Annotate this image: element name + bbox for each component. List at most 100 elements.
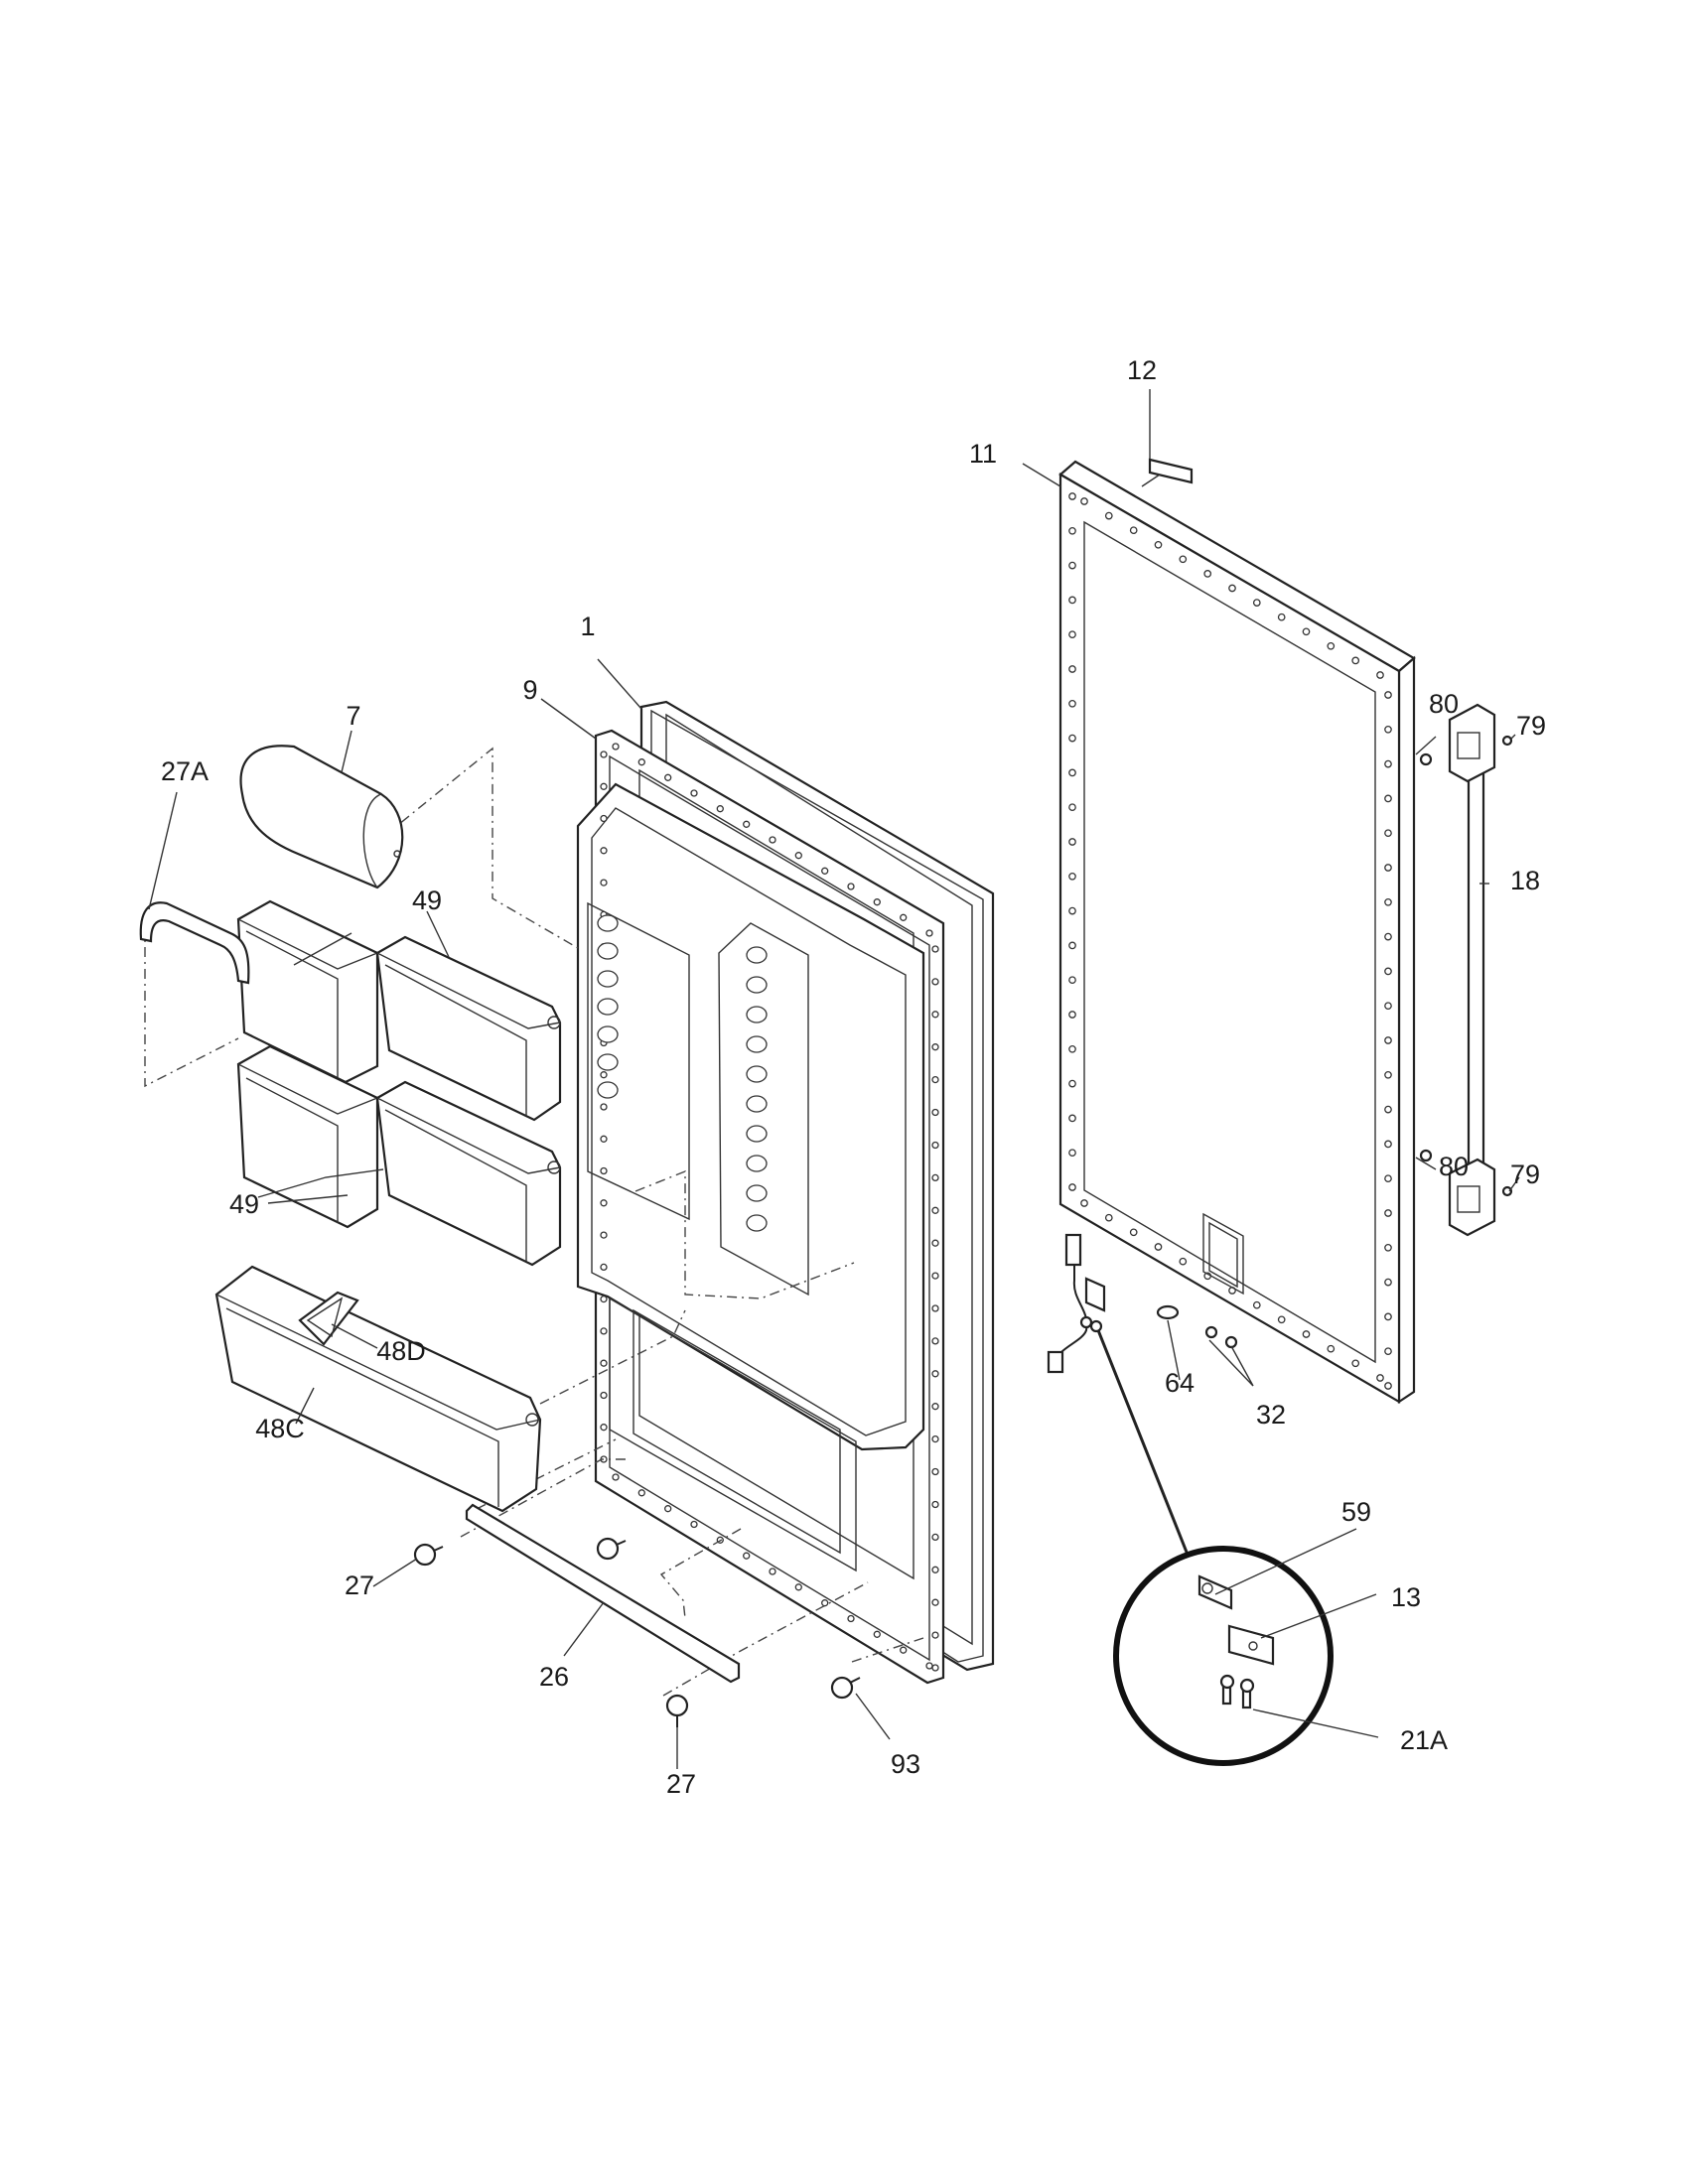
screw-hole — [1384, 1002, 1392, 1011]
screw-hole — [600, 847, 608, 855]
screw-hole — [1351, 656, 1360, 665]
callout-49-top: 49 — [412, 886, 442, 915]
outer-door-panel — [1058, 460, 1416, 1405]
screw-hole — [931, 1370, 939, 1378]
screw-hole — [1068, 872, 1076, 881]
screw-hole — [931, 1173, 939, 1182]
screw-hole — [1384, 897, 1392, 906]
screw-hole — [600, 879, 608, 887]
screw-hole — [931, 1043, 939, 1051]
callout-79-bottom: 79 — [1510, 1160, 1540, 1189]
callout-26: 26 — [539, 1662, 569, 1692]
screw-hole — [1384, 1105, 1392, 1114]
dairy-cover-handle — [139, 901, 250, 985]
screw-hole — [1068, 803, 1076, 812]
screw-hole — [931, 1566, 939, 1573]
screw-hole — [664, 1505, 672, 1513]
callout-27A: 27A — [161, 756, 209, 786]
screw-93 — [830, 1676, 861, 1700]
screw-hole — [1068, 1011, 1076, 1019]
screw-hole — [1351, 1359, 1360, 1368]
screw-hole — [1104, 1213, 1113, 1222]
screw-27-bottom — [665, 1694, 689, 1727]
screw-hole — [931, 1075, 939, 1084]
screw-hole — [1179, 555, 1188, 564]
callout-13: 13 — [1391, 1582, 1421, 1612]
door-bin-49-top-right — [375, 935, 562, 1122]
screw-hole — [1228, 584, 1236, 593]
dairy-compartment-cover — [239, 745, 404, 889]
screw-hole — [1068, 1149, 1076, 1158]
screw-hole — [612, 743, 620, 751]
screw-hole — [931, 1011, 939, 1019]
callout-64: 64 — [1165, 1368, 1195, 1398]
screw-hole — [1384, 1140, 1392, 1149]
door-bin-49-bottom-left — [236, 1044, 379, 1229]
callout-80-bottom: 80 — [1439, 1152, 1469, 1181]
callout-12: 12 — [1127, 355, 1157, 385]
screw-hole — [1384, 1036, 1392, 1044]
shelf-stop — [597, 1081, 619, 1099]
screw-hole — [690, 1520, 698, 1529]
screw-hole — [1384, 1382, 1392, 1390]
hinge-wire-harness — [1047, 1233, 1106, 1374]
screw-hole — [931, 1631, 939, 1639]
screw-hole — [1068, 1079, 1076, 1088]
screw-hole — [1384, 1070, 1392, 1079]
shelf-stop — [597, 942, 619, 960]
inner-liner-shelf-stops — [597, 914, 768, 1232]
screw-hole — [600, 751, 608, 758]
screw-hole — [600, 1359, 608, 1367]
callout-9: 9 — [522, 675, 537, 705]
screw-hole — [1179, 1257, 1188, 1266]
screw-hole — [1302, 627, 1311, 636]
screw-hole — [600, 1071, 608, 1079]
screw-hole — [769, 1568, 776, 1575]
screw-hole — [1068, 1183, 1076, 1191]
screw-hole — [794, 1583, 802, 1591]
screw-hole — [1080, 1199, 1088, 1207]
screw-hole — [900, 913, 908, 921]
screw-hole — [1068, 768, 1076, 777]
screw-hole — [1384, 1209, 1392, 1217]
screw-hole — [931, 1500, 939, 1509]
screw-32-a — [1204, 1325, 1218, 1339]
shelf-stop — [597, 998, 619, 1016]
screw-hole — [690, 789, 698, 797]
screw-hole — [931, 1533, 939, 1542]
screw-hole — [1068, 699, 1076, 708]
grommet-64 — [1156, 1304, 1180, 1320]
screw-hole — [1068, 561, 1076, 570]
callout-80-top: 80 — [1429, 689, 1459, 719]
screw-hole — [1384, 759, 1392, 768]
screw-hole — [1203, 570, 1212, 578]
screw-80-bottom — [1419, 1149, 1433, 1162]
screw-hole — [1080, 497, 1088, 505]
callout-7: 7 — [346, 701, 360, 731]
screw-32-b — [1224, 1335, 1238, 1349]
screw-hole — [1384, 1243, 1392, 1252]
screw-hole — [931, 1434, 939, 1443]
shelf-stop — [746, 1065, 768, 1083]
bottom-trim-strip — [465, 1503, 741, 1684]
screw-hole — [931, 1272, 939, 1280]
hinge-detail-circle — [1113, 1546, 1334, 1766]
screw-hole — [931, 1337, 939, 1345]
callout-93: 93 — [891, 1749, 920, 1779]
screw-hole — [600, 1424, 608, 1432]
shelf-stop — [746, 946, 768, 964]
callout-1: 1 — [580, 612, 595, 641]
screw-hole — [637, 1489, 645, 1497]
shelf-stop — [746, 976, 768, 994]
screw-hole — [1154, 1243, 1163, 1251]
screw-hole — [931, 945, 939, 953]
screw-hole — [931, 1467, 939, 1476]
screw-hole — [1384, 829, 1392, 838]
screw-hole — [600, 782, 608, 790]
screw-hole — [743, 1552, 751, 1560]
shelf-stop — [746, 1125, 768, 1143]
callout-11: 11 — [969, 439, 997, 469]
callout-79-top: 79 — [1516, 711, 1546, 741]
screw-hole — [1327, 641, 1336, 650]
